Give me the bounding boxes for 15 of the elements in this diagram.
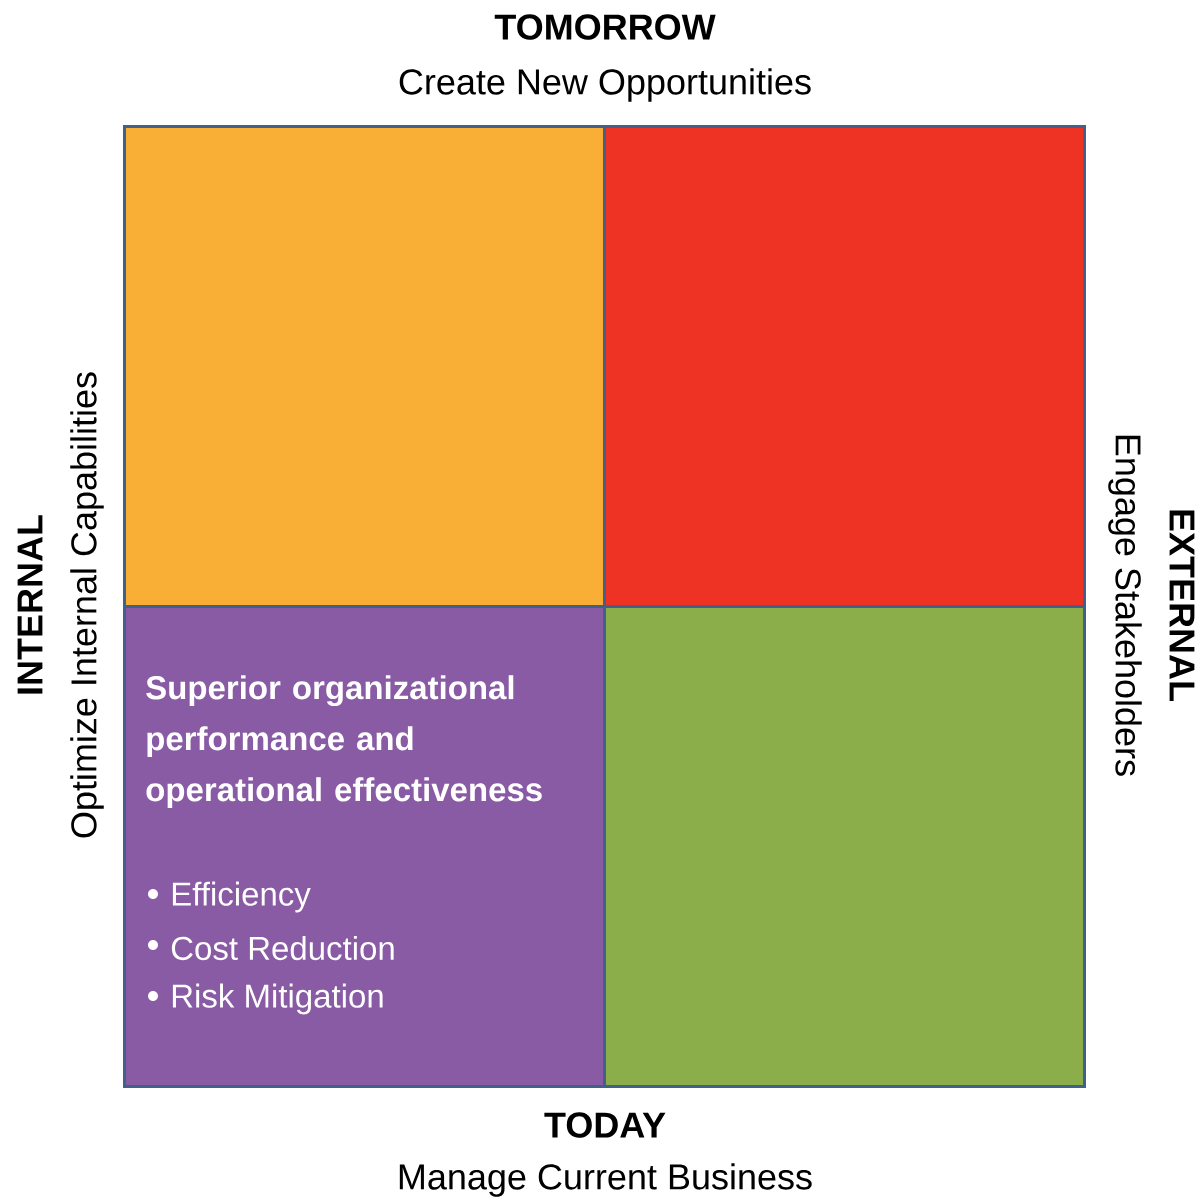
axis-heading: TODAY (544, 1112, 666, 1138)
axis-heading: EXTERNAL (1169, 510, 1195, 701)
heading: Superior organizational performance and operational effectiveness (146, 675, 542, 808)
bullet-item: Cost Reduction (171, 935, 394, 961)
axis-label: Engage Stakeholders (1108, 435, 1142, 776)
bullet-item: Risk Mitigation (172, 983, 383, 1015)
axis-label: Manage Current Business (399, 1163, 812, 1197)
quadrant-box (603, 605, 1086, 1088)
axis-label: Create New Opportunities (399, 68, 811, 102)
axis-heading: TOMORROW (494, 14, 716, 40)
bullet-item: Efficiency (172, 881, 311, 913)
quadrant-box (123, 125, 606, 608)
axis-heading: INTERNAL (17, 515, 43, 694)
quadrant-box (603, 125, 1086, 608)
axis-label: Optimize Internal Capabilities (70, 372, 104, 838)
